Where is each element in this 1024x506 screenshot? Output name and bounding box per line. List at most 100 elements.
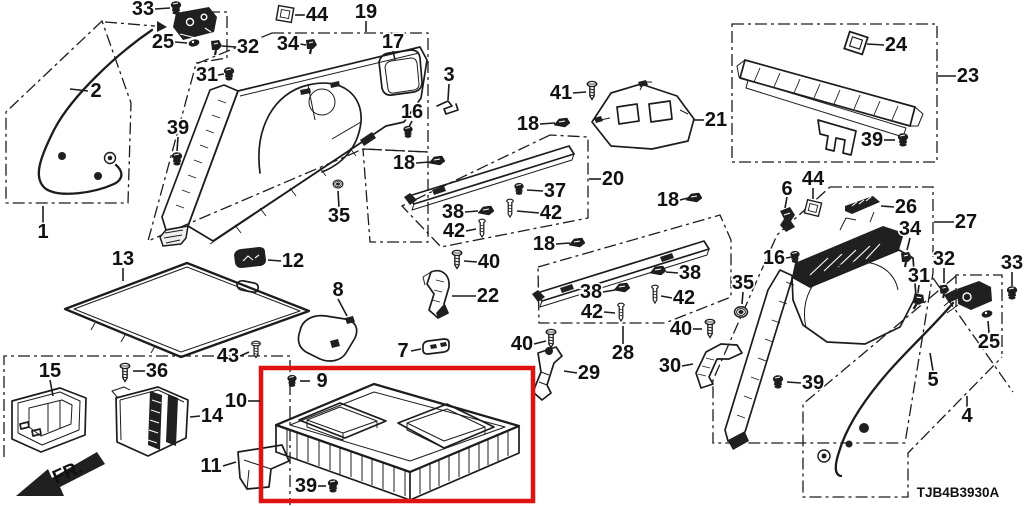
callout-5[interactable]: 5 bbox=[926, 368, 940, 393]
callout-42[interactable]: 42 bbox=[538, 201, 563, 226]
callout-3[interactable]: 3 bbox=[442, 63, 456, 88]
leader-line bbox=[660, 295, 673, 299]
part-sketch bbox=[538, 371, 550, 386]
part-detail bbox=[94, 172, 102, 180]
group-box bbox=[195, 11, 228, 64]
callout-9[interactable]: 9 bbox=[315, 369, 329, 394]
callout-18[interactable]: 18 bbox=[655, 188, 680, 213]
latch-right-sketch bbox=[957, 281, 992, 310]
callout-44[interactable]: 44 bbox=[304, 3, 330, 28]
callout-34[interactable]: 34 bbox=[275, 32, 301, 57]
callout-15[interactable]: 15 bbox=[37, 359, 62, 384]
leader-line bbox=[906, 237, 911, 251]
callout-18[interactable]: 18 bbox=[515, 112, 540, 137]
callout-29[interactable]: 29 bbox=[576, 361, 601, 386]
callout-40[interactable]: 40 bbox=[476, 250, 501, 275]
leader-line bbox=[221, 45, 237, 48]
part-sketch bbox=[532, 290, 545, 302]
callout-35[interactable]: 35 bbox=[730, 271, 755, 296]
callout-37[interactable]: 37 bbox=[542, 179, 567, 204]
callout-31[interactable]: 31 bbox=[194, 63, 219, 88]
part-sketch bbox=[306, 420, 378, 441]
leader-line bbox=[563, 370, 578, 374]
callout-32[interactable]: 32 bbox=[931, 247, 956, 272]
diagram-code: TJB4B3930A bbox=[917, 485, 1000, 500]
callout-17[interactable]: 17 bbox=[380, 30, 405, 55]
callout-25[interactable]: 25 bbox=[150, 30, 175, 55]
callout-4[interactable]: 4 bbox=[960, 404, 975, 429]
opener-cable-sketch bbox=[37, 28, 154, 195]
callout-34[interactable]: 34 bbox=[897, 217, 923, 242]
part-sketch bbox=[736, 281, 795, 419]
trap-fastener-icon bbox=[553, 117, 571, 128]
leader-line bbox=[392, 50, 396, 61]
callout-10[interactable]: 10 bbox=[223, 389, 248, 414]
callout-14[interactable]: 14 bbox=[199, 404, 225, 429]
part-sketch bbox=[289, 391, 506, 462]
part-detail bbox=[545, 347, 553, 355]
callout-19[interactable]: 19 bbox=[353, 0, 378, 25]
leader-line bbox=[176, 136, 179, 152]
callout-38[interactable]: 38 bbox=[440, 200, 465, 225]
callout-16[interactable]: 16 bbox=[761, 246, 786, 271]
callout-38[interactable]: 38 bbox=[677, 261, 702, 286]
callout-2[interactable]: 2 bbox=[89, 79, 103, 104]
callout-32[interactable]: 32 bbox=[235, 35, 260, 60]
callout-30[interactable]: 30 bbox=[657, 354, 682, 379]
mush-fastener-icon bbox=[327, 478, 339, 493]
part-sketch bbox=[599, 81, 689, 121]
callout-42[interactable]: 42 bbox=[441, 219, 466, 244]
callout-36[interactable]: 36 bbox=[144, 359, 169, 384]
callout-18[interactable]: 18 bbox=[531, 232, 556, 257]
callout-11[interactable]: 11 bbox=[199, 454, 223, 479]
callout-39[interactable]: 39 bbox=[293, 474, 318, 499]
leader-line bbox=[785, 256, 793, 259]
leader-line bbox=[603, 311, 616, 314]
part-sketch bbox=[300, 81, 340, 95]
callout-39[interactable]: 39 bbox=[800, 371, 825, 396]
callout-8[interactable]: 8 bbox=[331, 278, 345, 303]
callout-38[interactable]: 38 bbox=[578, 280, 603, 305]
callout-43[interactable]: 43 bbox=[215, 344, 240, 369]
callout-44[interactable]: 44 bbox=[800, 167, 826, 192]
leader-line bbox=[784, 196, 788, 209]
callout-24[interactable]: 24 bbox=[883, 33, 909, 58]
callout-23[interactable]: 23 bbox=[955, 64, 980, 89]
callout-41[interactable]: 41 bbox=[548, 81, 573, 106]
callout-28[interactable]: 28 bbox=[610, 341, 635, 366]
callout-33[interactable]: 33 bbox=[130, 0, 155, 22]
leader-line bbox=[69, 88, 89, 92]
callout-39[interactable]: 39 bbox=[859, 128, 884, 153]
callout-13[interactable]: 13 bbox=[110, 247, 135, 272]
callout-7[interactable]: 7 bbox=[396, 339, 410, 364]
group-box bbox=[712, 186, 934, 444]
callout-35[interactable]: 35 bbox=[326, 204, 351, 229]
leader-line bbox=[337, 298, 348, 317]
callout-39[interactable]: 39 bbox=[165, 116, 190, 141]
trap-fastener-icon bbox=[685, 192, 703, 203]
callout-42[interactable]: 42 bbox=[579, 300, 604, 325]
bin-15-sketch bbox=[11, 387, 87, 453]
leader-line bbox=[880, 205, 895, 208]
callout-40[interactable]: 40 bbox=[509, 332, 534, 357]
mush-fastener-icon bbox=[772, 374, 784, 389]
callout-25[interactable]: 25 bbox=[976, 330, 1001, 355]
callout-6[interactable]: 6 bbox=[780, 177, 794, 202]
part-sketch bbox=[330, 339, 340, 348]
callout-18[interactable]: 18 bbox=[391, 151, 416, 176]
callout-22[interactable]: 22 bbox=[475, 284, 500, 309]
callout-31[interactable]: 31 bbox=[906, 264, 931, 289]
callout-21[interactable]: 21 bbox=[703, 108, 728, 133]
callout-40[interactable]: 40 bbox=[668, 317, 693, 342]
callout-12[interactable]: 12 bbox=[280, 249, 305, 274]
screw-fastener-icon bbox=[586, 80, 598, 101]
callout-1[interactable]: 1 bbox=[36, 220, 50, 245]
callout-20[interactable]: 20 bbox=[600, 167, 625, 192]
callout-16[interactable]: 16 bbox=[399, 100, 424, 125]
leader-line bbox=[602, 289, 616, 293]
cap-sketch bbox=[436, 100, 459, 115]
callout-26[interactable]: 26 bbox=[893, 195, 918, 220]
callout-42[interactable]: 42 bbox=[671, 286, 696, 311]
callout-27[interactable]: 27 bbox=[953, 210, 978, 235]
callout-33[interactable]: 33 bbox=[999, 251, 1024, 276]
